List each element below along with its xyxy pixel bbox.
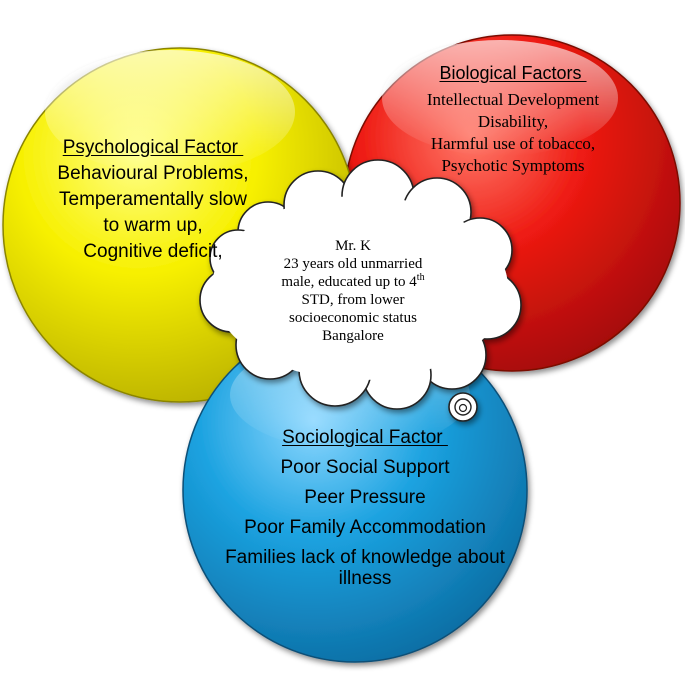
- patient-line: male, educated up to 4th: [248, 272, 458, 290]
- patient-line: socioeconomic status: [289, 310, 417, 326]
- patient-line-text: male, educated up to 4: [281, 274, 417, 290]
- patient-line: STD, from lower: [301, 292, 405, 308]
- sociological-factor-block: Sociological Factor Poor Social Support …: [205, 428, 525, 588]
- ordinal-suffix: th: [416, 272, 425, 283]
- patient-line: 23 years old unmarried: [283, 256, 423, 272]
- sociological-item: illness: [338, 568, 392, 589]
- psychological-item: Behavioural Problems,: [57, 163, 249, 184]
- patient-name: Mr. K: [335, 238, 371, 254]
- biological-item: Intellectual Development: [426, 90, 600, 109]
- sociological-factor-title: Sociological Factor: [282, 427, 448, 448]
- patient-location: Bangalore: [322, 328, 384, 344]
- biological-factor-block: Biological Factors Intellectual Developm…: [388, 64, 638, 174]
- sociological-item: Poor Family Accommodation: [244, 517, 486, 538]
- psychological-item: Cognitive deficit,: [83, 241, 223, 262]
- biological-item: Psychotic Symptoms: [441, 156, 585, 175]
- psychological-factor-title: Psychological Factor: [62, 137, 244, 158]
- sociological-item: Families lack of knowledge about: [225, 547, 505, 568]
- sociological-item: Peer Pressure: [304, 487, 426, 508]
- biological-item: Harmful use of tobacco,: [430, 134, 596, 153]
- patient-description: Mr. K 23 years old unmarried male, educa…: [248, 236, 458, 344]
- sociological-item: Poor Social Support: [280, 457, 450, 478]
- psychological-item: to warm up,: [103, 215, 203, 236]
- biological-item: Disability,: [477, 112, 549, 131]
- psychological-item: Temperamentally slow: [59, 189, 247, 210]
- biological-factor-title: Biological Factors: [439, 63, 587, 83]
- thought-cloud: [199, 159, 522, 422]
- psychological-factor-block: Psychological Factor Behavioural Problem…: [18, 138, 288, 261]
